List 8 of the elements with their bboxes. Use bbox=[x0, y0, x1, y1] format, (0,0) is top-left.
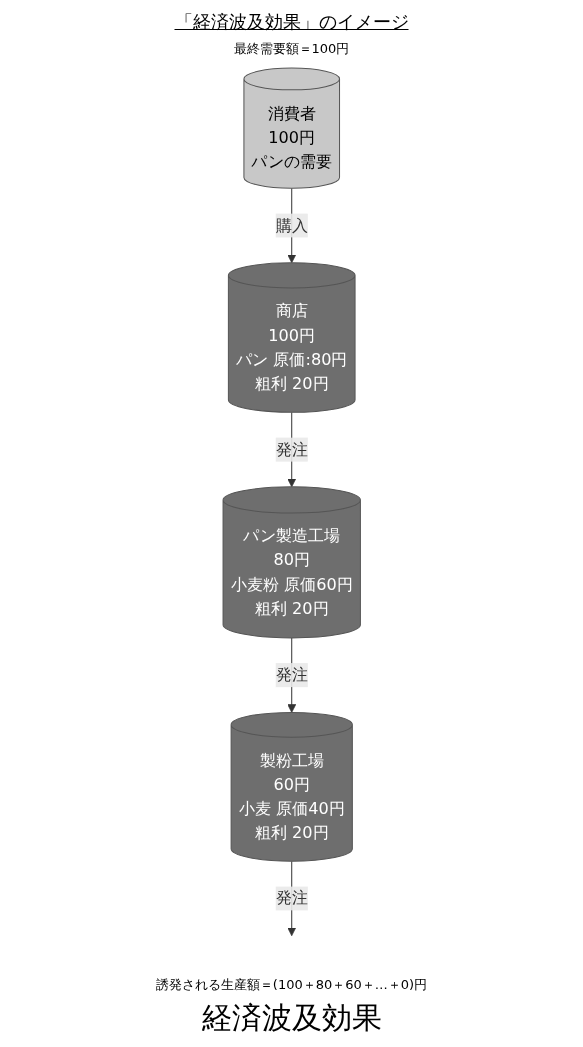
edge-label: 発注 bbox=[275, 888, 308, 908]
edge-label: 発注 bbox=[275, 439, 308, 459]
diagram-title: 「経済波及効果」のイメージ bbox=[174, 10, 409, 34]
formula-text: 誘発される生産額＝(100＋80＋60＋…＋0)円 bbox=[155, 976, 428, 994]
note-text: 最終需要額＝100円 bbox=[233, 40, 350, 58]
edge-label: 発注 bbox=[275, 665, 308, 685]
heading-text: 経済波及効果 bbox=[200, 999, 383, 1037]
edge-label: 購入 bbox=[275, 215, 308, 235]
